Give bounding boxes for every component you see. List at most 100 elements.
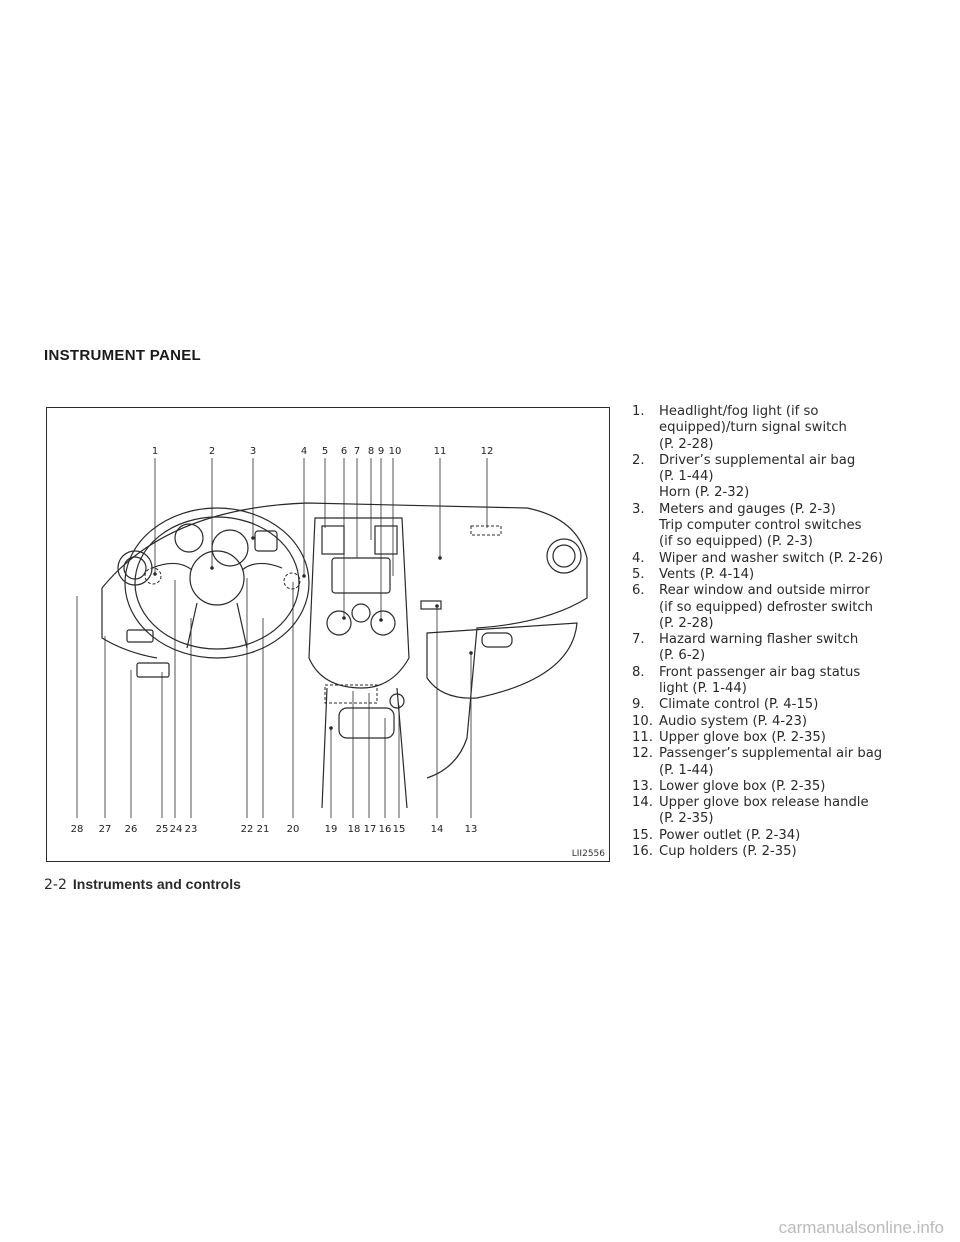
legend-item-number: 10. <box>632 713 653 729</box>
callout-7: 7 <box>353 446 361 457</box>
callout-24: 24 <box>169 824 183 835</box>
steering-hub <box>189 550 245 606</box>
callout-17: 17 <box>363 824 377 835</box>
callout-4: 4 <box>300 446 308 457</box>
legend-item-text: Vents (P. 4-14) <box>659 567 932 583</box>
climate-knob-right <box>370 610 396 636</box>
legend-item-number: 7. <box>632 632 645 648</box>
legend-item-number: 9. <box>632 697 645 713</box>
legend-item-text: Rear window and outside mirror(if so equ… <box>659 583 932 632</box>
cup-holder <box>338 707 395 739</box>
callout-25: 25 <box>155 824 169 835</box>
callout-26: 26 <box>124 824 138 835</box>
vent-grid-right <box>374 525 398 555</box>
legend-item-line: Upper glove box (P. 2-35) <box>659 729 826 745</box>
footer-section-title: Instruments and controls <box>72 876 241 892</box>
legend-item-line: (P. 2-28) <box>659 615 714 631</box>
legend-item-line: equipped)/turn signal switch <box>659 420 847 436</box>
callout-14: 14 <box>430 824 444 835</box>
legend-item: 13.Lower glove box (P. 2-35) <box>632 779 932 795</box>
callout-2: 2 <box>208 446 216 457</box>
legend-item-number: 14. <box>632 795 653 811</box>
legend-item-line: Driver’s supplemental air bag <box>659 452 856 468</box>
legend-item-line: (if so equipped) defroster switch <box>659 599 874 615</box>
legend-item-line: (P. 1-44) <box>659 762 714 778</box>
section-heading: INSTRUMENT PANEL <box>44 347 202 364</box>
legend-item-text: Hazard warning flasher switch(P. 6-2) <box>659 632 932 665</box>
center-console <box>321 687 408 809</box>
legend-item-number: 5. <box>632 566 645 582</box>
mirror-switch <box>126 629 154 643</box>
legend-item-text: Meters and gauges (P. 2-3)Trip computer … <box>659 502 932 551</box>
callout-21: 21 <box>256 824 270 835</box>
legend-item-text: Cup holders (P. 2-35) <box>659 844 932 860</box>
legend-item-line: Passenger’s supplemental air bag <box>659 746 883 762</box>
legend-item-line: Cup holders (P. 2-35) <box>659 844 797 860</box>
legend-item-number: 1. <box>632 404 645 419</box>
callout-6: 6 <box>340 446 348 457</box>
climate-knob-center <box>351 603 371 623</box>
legend-item: 16. Cup holders (P. 2-35) <box>632 844 932 860</box>
center-stack <box>308 517 410 689</box>
legend-item: 14.Upper glove box release handle(P. 2-3… <box>632 795 932 828</box>
legend-item-line: Wiper and washer switch (P. 2-26) <box>659 550 884 566</box>
legend-item-line: Audio system (P. 4-23) <box>659 713 808 729</box>
legend-item-line: (P. 2-28) <box>659 436 714 452</box>
callout-11: 11 <box>433 446 447 457</box>
watermark: carmanualsonline.info <box>778 1218 944 1237</box>
legend-item: 12.Passenger’s supplemental air bag(P. 1… <box>632 746 932 779</box>
legend-item-line: Trip computer control switches <box>659 518 862 534</box>
meter-right <box>254 530 278 552</box>
legend-item-number: 6. <box>632 583 645 599</box>
legend-item: 11.Upper glove box (P. 2-35) <box>632 730 932 746</box>
legend-item-text: Audio system (P. 4-23) <box>659 714 932 730</box>
legend-item-line: (if so equipped) (P. 2-3) <box>659 534 813 550</box>
legend-item-text: Power outlet (P. 2-34) <box>659 828 932 844</box>
meter-left <box>174 523 204 553</box>
power-outlet <box>389 693 405 709</box>
legend-item-line: Lower glove box (P. 2-35) <box>659 778 826 794</box>
callout-22: 22 <box>240 824 254 835</box>
instrument-panel-figure: 1 2 3 4 5 6 7 8 9 10 11 12 28 27 26 25 2… <box>46 407 610 862</box>
legend-item-line: Horn (P. 2-32) <box>659 485 750 501</box>
page-footer: 2-2 Instruments and controls <box>44 876 241 893</box>
legend-item-line: Hazard warning flasher switch <box>659 632 859 648</box>
legend-item: 6. Rear window and outside mirror(if so e… <box>632 583 932 632</box>
legend-item-line: Power outlet (P. 2-34) <box>659 827 801 843</box>
legend-item-line: (P. 1-44) <box>659 469 714 485</box>
right-vent <box>546 538 582 574</box>
legend-item-text: Driver’s supplemental air bag(P. 1-44)Ho… <box>659 453 932 502</box>
dashboard-illustration <box>76 458 588 818</box>
legend-item-line: (P. 6-2) <box>659 648 706 664</box>
legend-item: 3.Meters and gauges (P. 2-3)Trip compute… <box>632 502 932 551</box>
legend-item-number: 16. <box>632 844 653 860</box>
page-number: 2-2 <box>44 877 67 893</box>
figure-id: LII2556 <box>571 849 605 859</box>
legend-item-line: Headlight/fog light (if so <box>659 404 819 419</box>
legend-item: 4.Wiper and washer switch (P. 2-26) <box>632 551 932 567</box>
legend-item: 10. Audio system (P. 4-23) <box>632 714 932 730</box>
callout-19: 19 <box>324 824 338 835</box>
dashboard-outline <box>101 502 588 779</box>
callout-1: 1 <box>151 446 159 457</box>
legend-item-line: light (P. 1-44) <box>659 681 747 697</box>
legend-item-line: Vents (P. 4-14) <box>659 566 755 582</box>
climate-knob-left <box>326 610 352 636</box>
callout-3: 3 <box>249 446 257 457</box>
legend-item-text: Lower glove box (P. 2-35) <box>659 779 932 795</box>
callout-12: 12 <box>480 446 494 457</box>
legend-item-text: Wiper and washer switch (P. 2-26) <box>659 551 932 567</box>
legend-item-text: Passenger’s supplemental air bag(P. 1-44… <box>659 746 932 779</box>
legend-item: 5. Vents (P. 4-14) <box>632 567 932 583</box>
meter-center <box>211 529 249 567</box>
audio-unit <box>331 557 391 594</box>
legend-item-line: Climate control (P. 4-15) <box>659 697 819 713</box>
callout-5: 5 <box>321 446 329 457</box>
vent-grid-left <box>321 525 345 555</box>
glove-box-handle <box>481 632 513 648</box>
callout-16: 16 <box>378 824 392 835</box>
